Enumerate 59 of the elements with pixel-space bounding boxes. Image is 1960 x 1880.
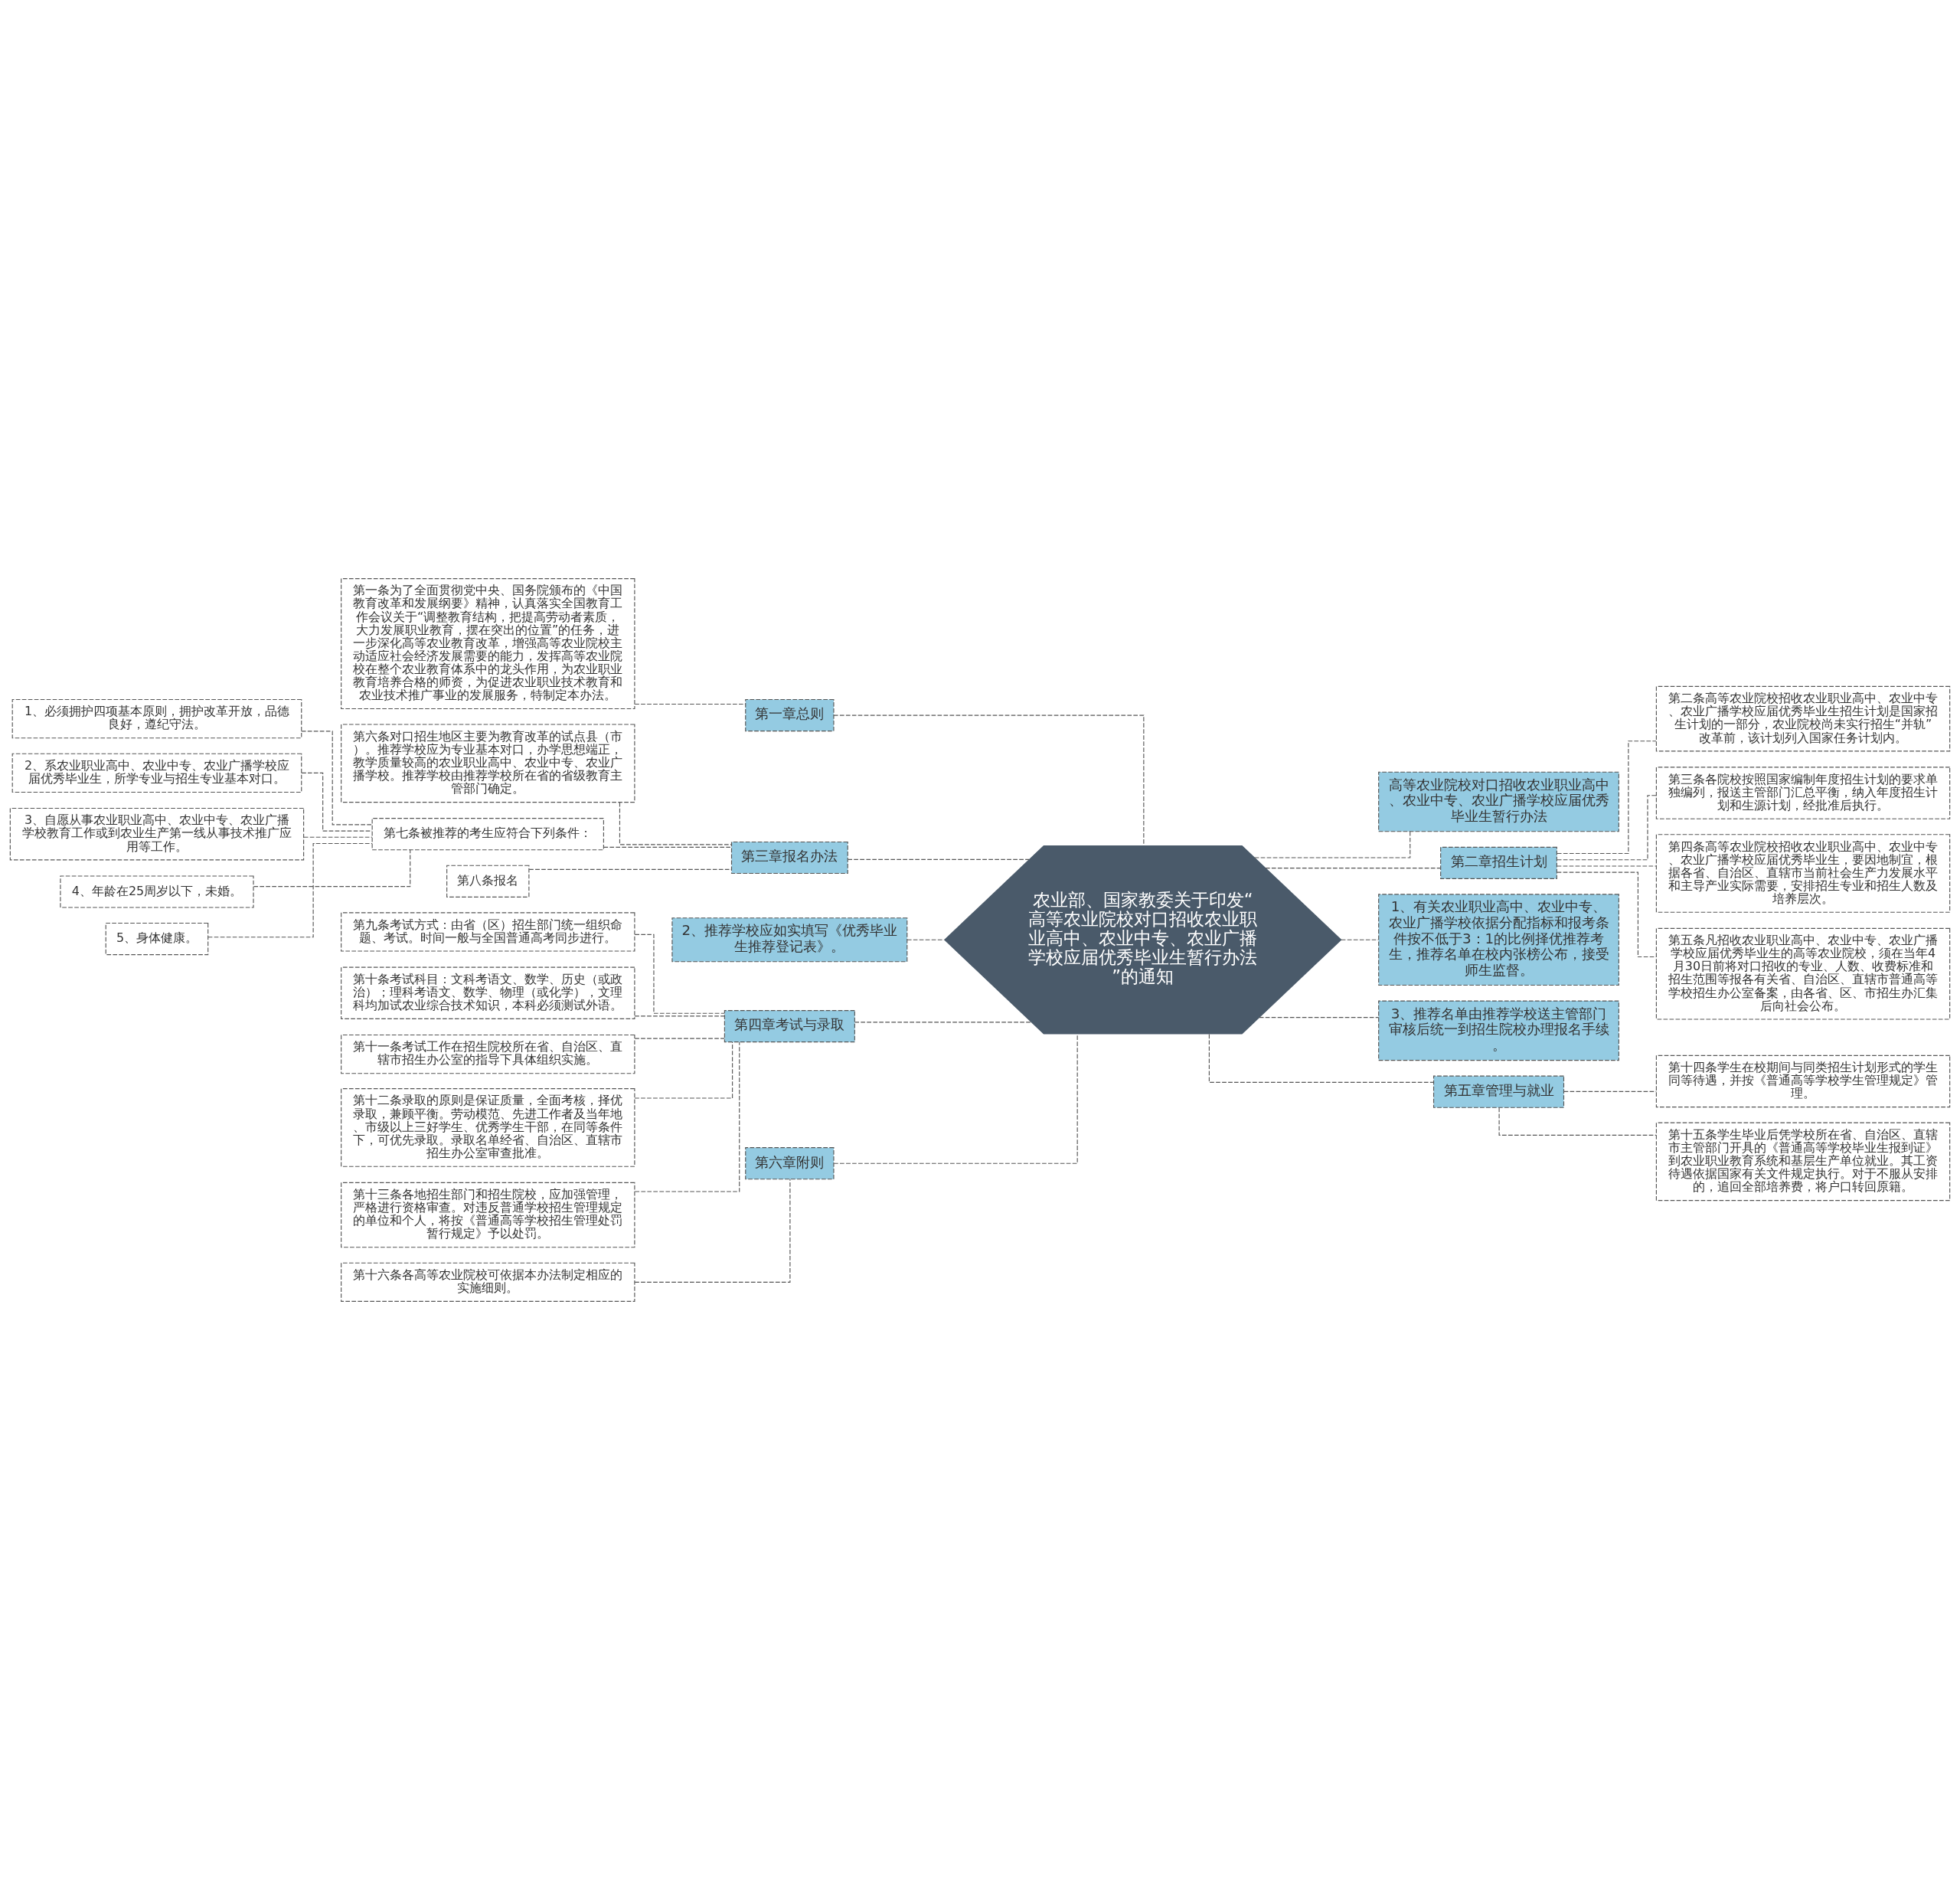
node-box: 第十三条各地招生部门和招生院校，应加强管理，严格进行资格审查。对违反普通学校招生管理规定的单位和个人，将按《普通高等学校招生管理处罚暂行规定》予以处罚。	[341, 1182, 635, 1248]
connector	[1498, 1107, 1657, 1136]
connector	[634, 1015, 725, 1017]
connector	[603, 846, 732, 848]
connector	[833, 1033, 1078, 1164]
connector	[833, 714, 1145, 846]
node-box: 第七条被推荐的考生应符合下列条件：	[371, 818, 604, 851]
node-box: 第十四条学生在校期间与同类招生计划形式的学生同等待遇，并按《普通高等学校学生管理规定》管理。	[1655, 1054, 1951, 1108]
connector	[301, 772, 373, 832]
node-box: 第一条为了全面贯彻党中央、国务院颁布的《中国教育改革和发展纲要》精神，认真落实全国教育工作会议关于“调整教育结构，把提高劳动者素质，大力发展职业教育，摆在突出的位置”的任务，进一步深化高等农业教育改革，增强高等农业院校主动适应社会经济发展需要的能力，发挥高等农业院校在整个农业教育体系中的龙头作用，为农业职业教育培养合格的师资，为促进农业职业技术教育和农业技术推广事业的发展服务，特制定本办法。	[341, 578, 635, 710]
connector	[619, 802, 732, 845]
node-box: 第十二条录取的原则是保证质量，全面考核，择优录取，兼顾平衡。劳动模范、先进工作者及当年地、市级以上三好学生、优秀学生干部，在同等条件下，可优先录取。录取名单经省、自治区、直辖市招生办公室审查批准。	[341, 1088, 635, 1167]
node-box: 第四条高等农业院校招收农业职业高中、农业中专、农业广播学校应届优秀毕业生，要因地制宜，根据各省、自治区、直辖市当前社会生产力发展水平和主导产业实际需要，安排招生专业和招生人数及培养层次。	[1655, 834, 1951, 913]
connector	[301, 731, 373, 826]
node-box: 3、推荐名单由推荐学校送主管部门审核后统一到招生院校办理报名手续。	[1378, 1000, 1619, 1061]
connector	[253, 849, 411, 888]
connector	[634, 1041, 740, 1192]
node-box: 第十条考试科目：文科考语文、数学、历史（或政治）；理科考语文、数学、物理（或化学），文理科均加试农业综合技术知识，本科必须测试外语。	[341, 966, 635, 1019]
node-box: 第六章附则	[745, 1147, 835, 1180]
node-box: 第十五条学生毕业后凭学校所在省、自治区、直辖市主管部门开具的《普通高等学校毕业生报到证》到农业职业教育系统和基层生产单位就业。其工资待遇依据国家有关文件规定执行。对于不服从安排的，追回全部培养费，将户口转回原籍。	[1655, 1122, 1951, 1202]
connector	[1557, 741, 1657, 855]
node-box: 第八条报名	[446, 865, 530, 897]
connector	[634, 703, 746, 705]
node-box: 第三条各院校按照国家编制年度招生计划的要求单独编列，报送主管部门汇总平衡，纳入年度招生计划和生源计划，经批准后执行。	[1655, 767, 1951, 819]
node-box: 第三章报名办法	[730, 841, 848, 875]
connector	[634, 1038, 725, 1039]
node-box: 第一章总则	[745, 698, 835, 732]
node-box: 5、身体健康。	[105, 922, 209, 956]
node-box: 第五章管理与就业	[1432, 1075, 1565, 1108]
node-box: 第九条考试方式：由省（区）招生部门统一组织命题、考试。时间一般与全国普通高考同步进行。	[341, 912, 635, 952]
node-box: 1、必须拥护四项基本原则，拥护改革开放，品德良好，遵纪守法。	[11, 698, 302, 739]
node-box: 第二条高等农业院校招收农业职业高中、农业中专、农业广播学校应届优秀毕业生招生计划是国家招生计划的一部分，农业院校尚未实行招生“并轨”改革前，该计划列入国家任务计划内。	[1655, 685, 1951, 752]
connector	[854, 1022, 1032, 1023]
node-box: 第四章考试与录取	[724, 1010, 855, 1043]
connector	[1563, 1090, 1657, 1092]
node-box: 2、推荐学校应如实填写《优秀毕业生推荐登记表》。	[671, 917, 908, 963]
node-box: 2、系农业职业高中、农业中专、农业广播学校应届优秀毕业生，所学专业与招生专业基本对口。	[11, 753, 302, 793]
connector	[906, 939, 945, 940]
connector	[528, 868, 733, 870]
node-box: 4、年龄在25周岁以下，未婚。	[60, 875, 254, 908]
node-box: 第十六条各高等农业院校可依据本办法制定相应的实施细则。	[341, 1262, 635, 1302]
node-box: 3、自愿从事农业职业高中、农业中专、农业广播学校教育工作或到农业生产第一线从事技术推广应用等工作。	[9, 808, 305, 861]
connector	[1208, 1033, 1434, 1083]
connector	[634, 1041, 733, 1099]
node-box: 1、有关农业职业高中、农业中专、农业广播学校依据分配指标和报考条件按不低于3：1的比例择优推荐考生，推荐名单在校内张榜公布，接受师生监督。	[1378, 894, 1619, 986]
node-box: 第五条凡招收农业职业高中、农业中专、农业广播学校应届优秀毕业生的高等农业院校，须在当年4月30日前将对口招收的专业、人数、收费标准和招生范围等报各有关省、自治区、直辖市普通高等学校招生办公室备案，由各省、区、市招生办汇集后向社会公布。	[1655, 927, 1951, 1020]
connector	[1254, 831, 1411, 858]
connector	[1265, 868, 1442, 869]
connector	[1259, 1017, 1380, 1018]
connector	[1341, 939, 1379, 940]
connector	[847, 858, 1030, 860]
node-box: 高等农业院校对口招收农业职业高中、农业中专、农业广播学校应届优秀毕业生暂行办法	[1378, 771, 1619, 832]
node-box: 第二章招生计划	[1440, 846, 1557, 879]
connector	[634, 1179, 791, 1283]
connector	[303, 836, 373, 838]
connector	[1557, 865, 1657, 867]
node-box: 第十一条考试工作在招生院校所在省、自治区、直辖市招生办公室的指导下具体组织实施。	[341, 1034, 635, 1074]
node-box: 第六条对口招生地区主要为教育改革的试点县（市）。推荐学校应为专业基本对口，办学思想端正，教学质量较高的农业职业高中、农业中专、农业广播学校。推荐学校由推荐学校所在省的省级教育主管部门确定。	[341, 724, 635, 803]
connector	[1557, 795, 1657, 861]
